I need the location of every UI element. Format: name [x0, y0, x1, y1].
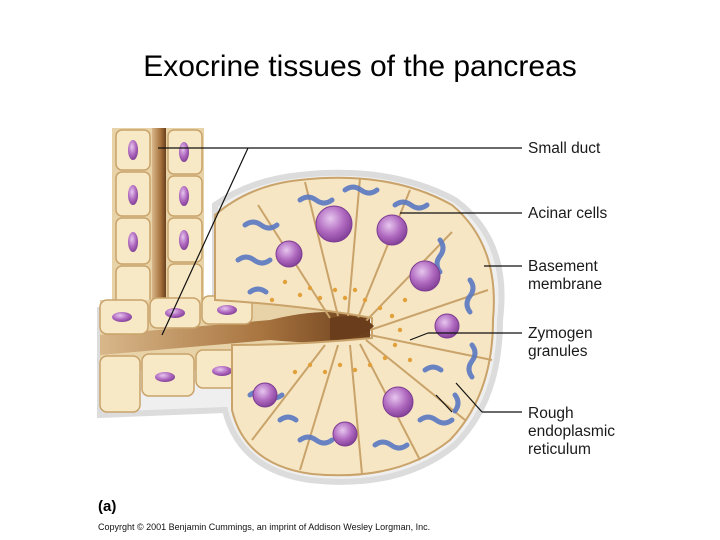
label-small-duct: Small duct	[528, 140, 600, 158]
label-acinar-cells: Acinar cells	[528, 205, 607, 223]
label-basement-line1: Basement	[528, 258, 598, 276]
label-basement-line2: membrane	[528, 276, 602, 294]
label-rer-line2: endoplasmic	[528, 423, 615, 441]
label-rer-line1: Rough	[528, 405, 574, 423]
panel-letter: (a)	[98, 498, 116, 515]
small-duct-vertical	[112, 128, 204, 318]
label-zymogen-line1: Zymogen	[528, 325, 593, 343]
copyright-notice: Copyrght © 2001 Benjamin Cummings, an im…	[98, 522, 430, 532]
label-zymogen-line2: granules	[528, 343, 587, 361]
label-rer-line3: reticulum	[528, 441, 591, 459]
